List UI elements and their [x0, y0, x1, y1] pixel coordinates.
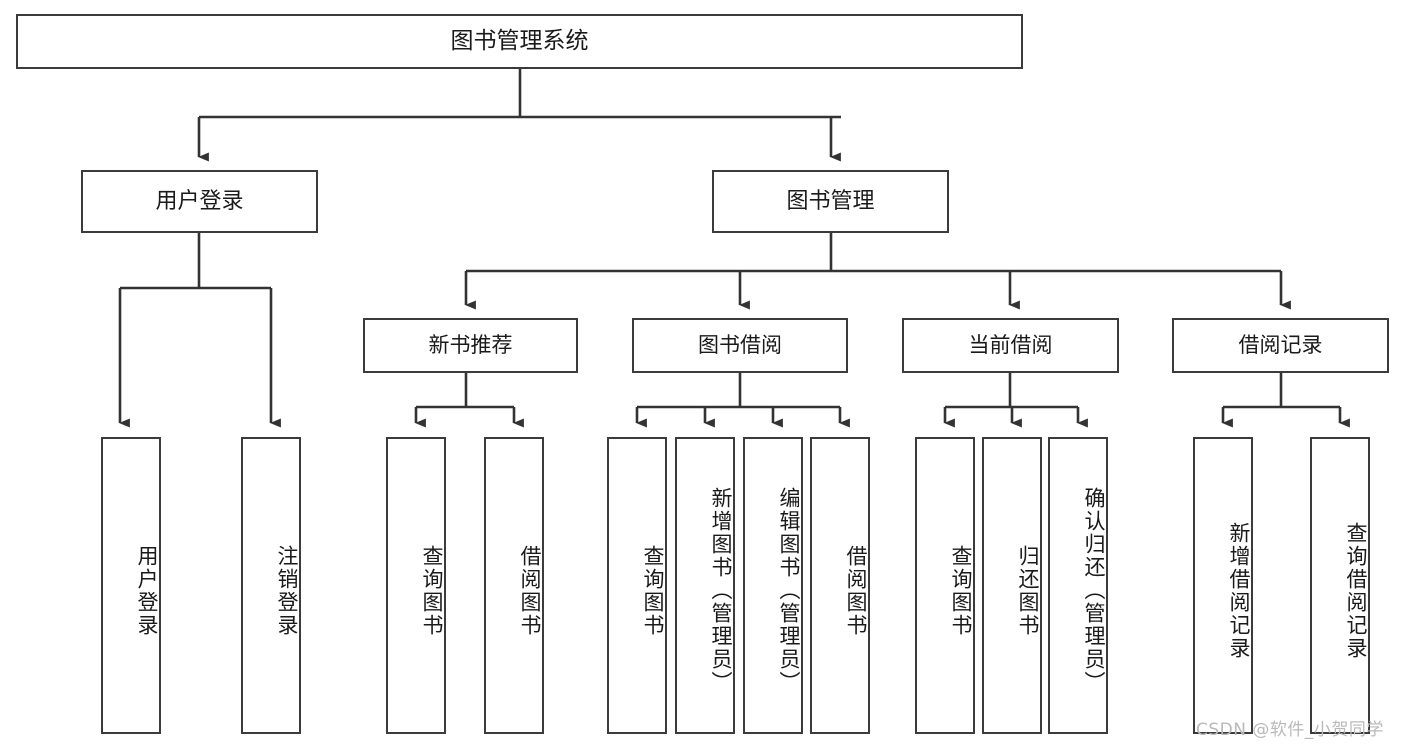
- node-book-borrow[interactable]: 图书借阅: [632, 318, 848, 373]
- node-leaf-query-book-2[interactable]: 查询图书: [607, 437, 667, 734]
- node-leaf-add-record-label: 新增借阅记录: [1227, 521, 1251, 660]
- node-leaf-add-record[interactable]: 新增借阅记录: [1193, 437, 1253, 734]
- node-book-manage[interactable]: 图书管理: [712, 170, 949, 233]
- node-user-login-label: 用户登录: [155, 188, 244, 214]
- node-new-book-recommend[interactable]: 新书推荐: [363, 318, 578, 373]
- node-book-borrow-label: 图书借阅: [698, 333, 782, 358]
- node-leaf-add-book-label: 新增图书（管理员）: [709, 487, 733, 694]
- node-new-book-recommend-label: 新书推荐: [428, 333, 513, 358]
- node-leaf-borrow-book-2-label: 借阅图书: [844, 544, 868, 637]
- node-leaf-borrow-book-1-label: 借阅图书: [518, 544, 542, 637]
- node-borrow-record-label: 借阅记录: [1238, 333, 1323, 358]
- node-leaf-borrow-book-2[interactable]: 借阅图书: [810, 437, 870, 734]
- node-root-label: 图书管理系统: [450, 27, 589, 54]
- node-leaf-edit-book[interactable]: 编辑图书（管理员）: [743, 437, 803, 734]
- node-leaf-query-book-2-label: 查询图书: [641, 544, 665, 637]
- node-leaf-return-book[interactable]: 归还图书: [982, 437, 1042, 734]
- node-root[interactable]: 图书管理系统: [16, 14, 1023, 69]
- node-leaf-logout-label: 注销登录: [275, 544, 299, 637]
- node-leaf-query-book-3-label: 查询图书: [949, 544, 973, 637]
- node-leaf-query-book-1-label: 查询图书: [420, 544, 444, 637]
- node-borrow-record[interactable]: 借阅记录: [1172, 318, 1389, 373]
- node-leaf-query-record[interactable]: 查询借阅记录: [1310, 437, 1370, 734]
- node-current-borrow-label: 当前借阅: [968, 333, 1053, 358]
- node-leaf-confirm-return[interactable]: 确认归还（管理员）: [1048, 437, 1108, 734]
- node-leaf-user-login[interactable]: 用户登录: [101, 437, 161, 734]
- node-leaf-query-book-3[interactable]: 查询图书: [915, 437, 975, 734]
- node-leaf-borrow-book-1[interactable]: 借阅图书: [484, 437, 544, 734]
- node-leaf-user-login-label: 用户登录: [135, 544, 159, 637]
- node-leaf-query-record-label: 查询借阅记录: [1344, 521, 1368, 660]
- node-leaf-logout[interactable]: 注销登录: [241, 437, 301, 734]
- node-leaf-edit-book-label: 编辑图书（管理员）: [777, 487, 801, 694]
- node-leaf-return-book-label: 归还图书: [1016, 544, 1040, 637]
- node-leaf-query-book-1[interactable]: 查询图书: [386, 437, 446, 734]
- node-book-manage-label: 图书管理: [786, 188, 875, 214]
- node-leaf-confirm-return-label: 确认归还（管理员）: [1082, 487, 1106, 694]
- node-user-login[interactable]: 用户登录: [81, 170, 318, 233]
- node-leaf-add-book[interactable]: 新增图书（管理员）: [675, 437, 735, 734]
- node-current-borrow[interactable]: 当前借阅: [902, 318, 1119, 373]
